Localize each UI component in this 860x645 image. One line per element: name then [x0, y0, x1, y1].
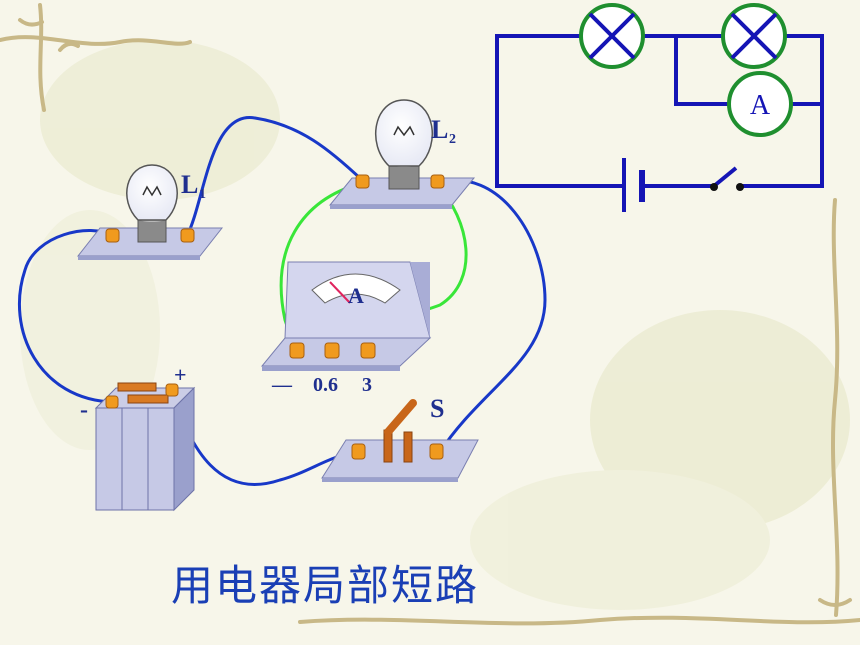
battery-negative-label: -: [80, 397, 88, 423]
ammeter-terminal-neg: —: [271, 374, 293, 396]
switch-contact: [710, 183, 718, 191]
battery: + -: [80, 362, 196, 512]
slide-caption: 用电器局部短路: [170, 561, 479, 610]
lamp-l1: L 1: [76, 164, 224, 260]
ammeter-symbol-icon: A: [727, 71, 793, 137]
battery-positive-label: +: [174, 362, 187, 387]
terminal-icon: [360, 342, 376, 359]
terminal-icon: [180, 228, 195, 243]
vine-border: [0, 3, 860, 626]
terminal-icon: [105, 228, 120, 243]
terminal-icon: [289, 342, 305, 359]
schematic-ammeter-letter: A: [750, 90, 771, 121]
terminal-icon: [165, 383, 179, 397]
switch-contact: [736, 183, 744, 191]
lamp-symbol-icon: [579, 3, 645, 69]
lamp-l2: L 2: [328, 99, 476, 209]
terminal-icon: [355, 174, 370, 189]
ammeter-terminal-3: 3: [362, 374, 372, 396]
terminal-icon: [430, 174, 445, 189]
terminal-icon: [324, 342, 340, 359]
wire-l1-to-l2: [185, 116, 364, 238]
wire-l2-to-switch: [435, 179, 547, 454]
switch-blade: [712, 166, 738, 188]
lamp-l2-label: L: [431, 115, 448, 144]
terminal-icon: [105, 395, 119, 409]
lamp-l1-subscript: 1: [199, 187, 206, 202]
terminal-icon: [351, 443, 366, 460]
ammeter-terminal-06: 0.6: [313, 374, 338, 396]
schematic-diagram: A: [495, 3, 824, 212]
terminal-icon: [429, 443, 444, 460]
ammeter: A — 0.6 3: [260, 261, 432, 396]
lamp-l2-subscript: 2: [449, 132, 456, 147]
wire-battery-to-l1: [17, 228, 115, 404]
switch-label: S: [430, 394, 444, 423]
lamp-symbol-icon: [721, 3, 787, 69]
lamp-l1-label: L: [181, 170, 198, 199]
background-decoration: [20, 40, 850, 610]
ammeter-letter: A: [348, 283, 364, 308]
switch: S: [321, 394, 479, 482]
